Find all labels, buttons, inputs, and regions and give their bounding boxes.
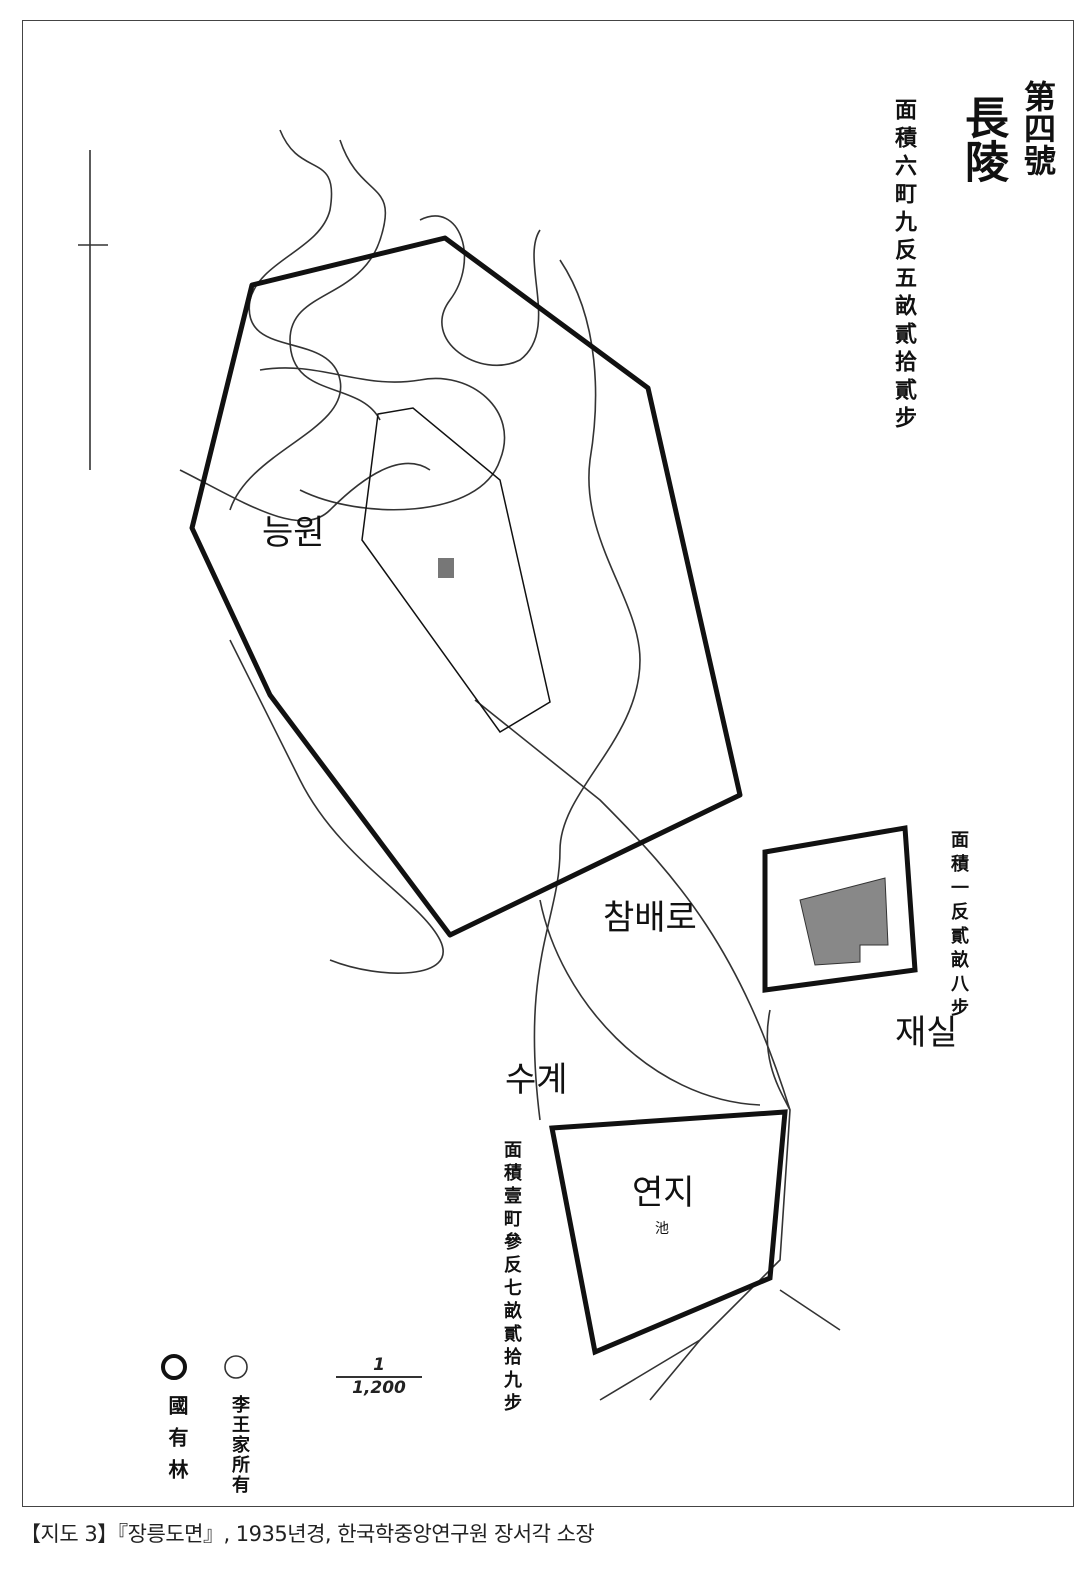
tomb-area-measure: 面積六町九反五畝貳拾貳步 — [891, 98, 917, 434]
figure-caption: 【지도 3】『장릉도면』, 1935년경, 한국학중앙연구원 장서각 소장 — [20, 1522, 595, 1546]
label-stream: 수계 — [505, 1060, 568, 1100]
label-pond: 연지 — [632, 1173, 695, 1213]
map-scale: 1 1,200 — [336, 1355, 422, 1398]
contour-line — [229, 639, 444, 974]
map-frame — [22, 20, 1074, 1507]
label-tomb-area: 능원 — [262, 513, 325, 553]
contour-line — [289, 139, 387, 421]
label-path: 참배로 — [603, 898, 697, 938]
contour-line — [179, 462, 431, 522]
legend-label-state-forest: 國有林 — [165, 1395, 189, 1491]
scale-denominator: 1,200 — [352, 1378, 406, 1398]
contour-line — [419, 215, 541, 366]
path-line — [474, 699, 791, 1401]
label-shrine: 재실 — [895, 1013, 958, 1053]
inner-tomb-plot — [361, 407, 551, 733]
legend-label-royal-property: 李王家所有 — [229, 1395, 250, 1495]
tomb-boundary — [189, 235, 743, 938]
shrine-boundary — [762, 825, 918, 993]
legend-thin-circle — [224, 1355, 248, 1379]
shrine-building — [799, 877, 889, 966]
stream-line — [533, 259, 641, 1121]
contour-line — [259, 367, 506, 511]
contour-lines — [78, 129, 841, 1401]
building-mark — [438, 558, 454, 578]
contour-line — [229, 129, 342, 511]
map-title: 長陵 — [957, 95, 1008, 183]
scale-numerator: 1 — [336, 1355, 422, 1378]
pond-boundary — [549, 1109, 788, 1356]
path-line — [539, 899, 761, 1106]
pond-char: 池 — [655, 1221, 669, 1237]
series-number: 第四號 — [1019, 80, 1057, 176]
path-line — [649, 1289, 841, 1401]
pond-area-measure: 面積壹町參反七畝貳拾九步 — [501, 1140, 522, 1416]
path-line — [766, 1009, 791, 1111]
north-arrow — [78, 150, 108, 470]
legend-thick-circle — [161, 1354, 187, 1380]
shrine-area-measure: 面積一反貳畝八步 — [948, 830, 969, 1022]
